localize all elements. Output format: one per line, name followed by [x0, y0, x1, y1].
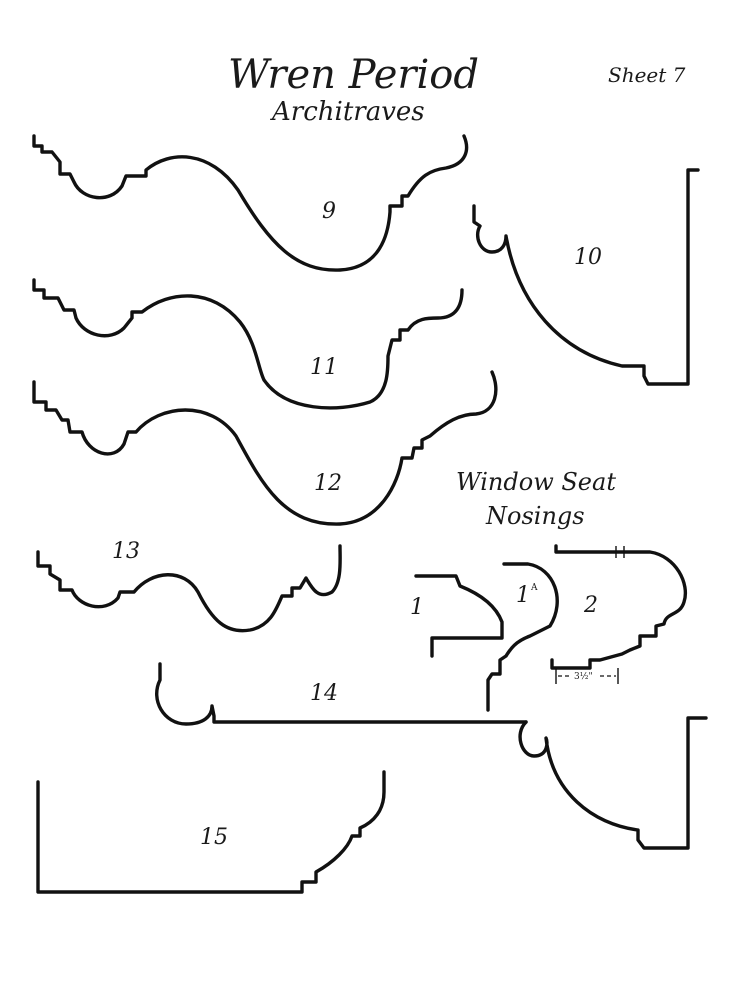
- sheet-subtitle: Architraves: [270, 97, 425, 127]
- nosing-label-1: 1: [410, 595, 424, 620]
- architrave-profile-14-return: [518, 716, 708, 850]
- architrave-profile-10: [472, 168, 700, 386]
- architrave-profile-12: [32, 370, 498, 526]
- profile-label-12: 12: [314, 471, 342, 496]
- nosing-label-2: 2: [583, 593, 598, 618]
- architrave-profile-13: [36, 544, 342, 633]
- profile-label-9: 9: [322, 199, 336, 224]
- dimension-text: 3½": [574, 671, 593, 682]
- sheet-number: Sheet 7: [608, 63, 686, 87]
- section-title-line-1: Window Seat: [456, 468, 616, 496]
- profile-label-14: 14: [310, 681, 338, 706]
- architrave-profile-14: [155, 662, 528, 726]
- nosing-profile-1: [414, 574, 504, 658]
- profile-label-11: 11: [310, 355, 338, 380]
- architrave-profile-15: [36, 770, 386, 894]
- section-title-line-2: Nosings: [485, 502, 585, 530]
- profile-label-15: 15: [200, 825, 228, 850]
- architrave-profile-11: [32, 278, 464, 410]
- architrave-profile-9: [32, 134, 469, 272]
- nosing-label-1a: 1: [516, 583, 530, 608]
- nosing-label-1a-superscript: A: [530, 583, 538, 593]
- sheet-title: Wren Period: [228, 52, 479, 98]
- nosing-profile-2: [550, 544, 687, 670]
- nosing-profile-1a: [486, 562, 559, 712]
- profile-label-10: 10: [574, 245, 602, 270]
- profile-label-13: 13: [112, 539, 140, 564]
